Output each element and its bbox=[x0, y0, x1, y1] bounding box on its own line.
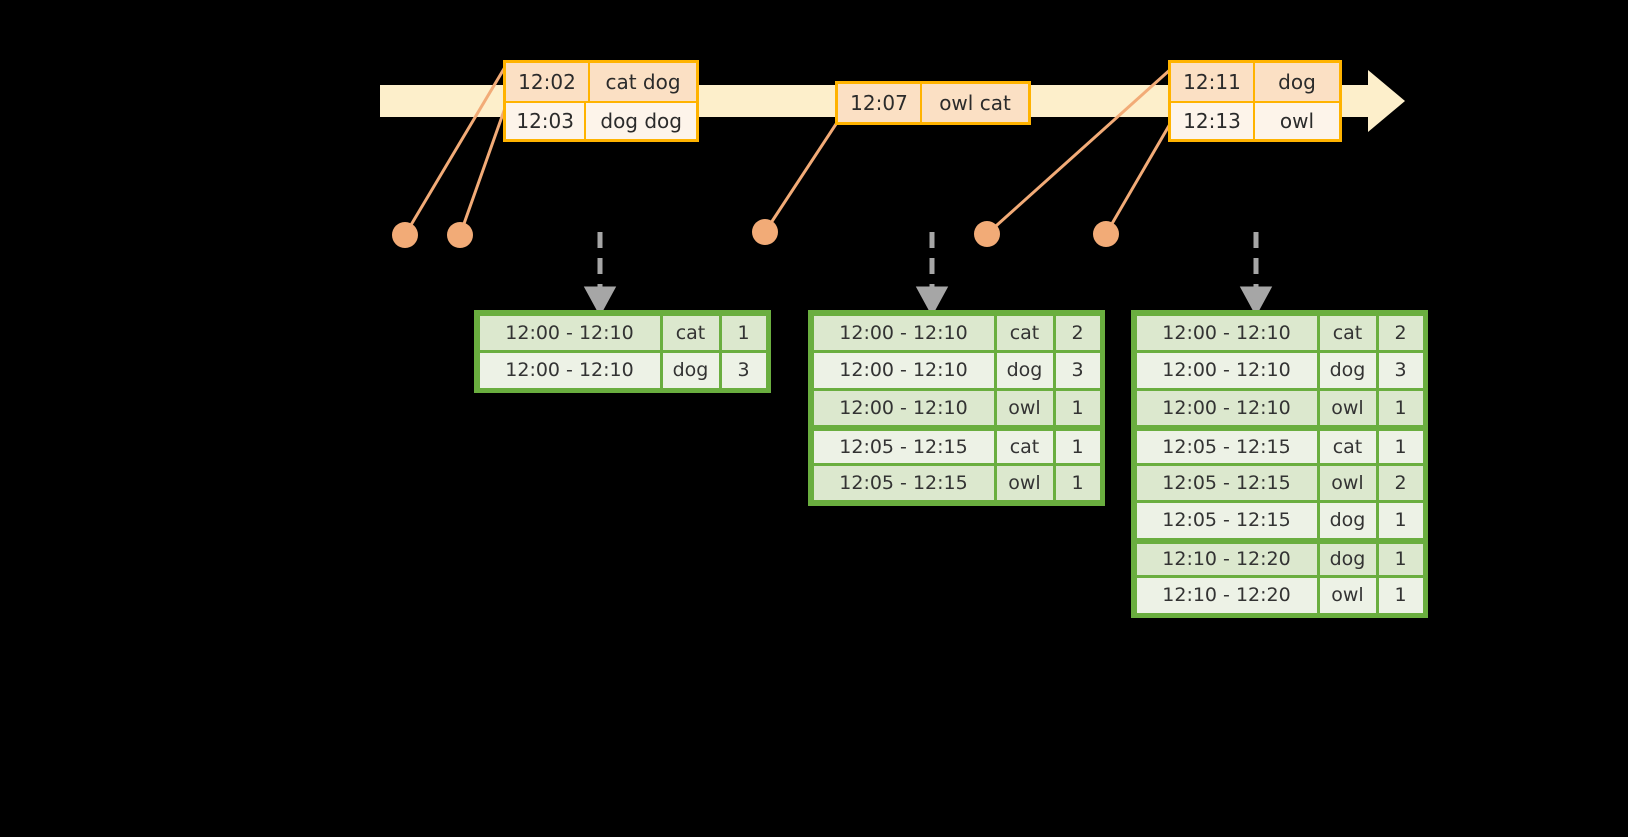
cell-count: 1 bbox=[1055, 390, 1100, 425]
event-dot-4 bbox=[974, 221, 1000, 247]
cell-count: 1 bbox=[1378, 578, 1423, 613]
cell-window: 12:10 - 12:20 bbox=[1136, 578, 1317, 613]
cell-window: 12:00 - 12:10 bbox=[1136, 390, 1317, 425]
event-time: 12:02 bbox=[506, 63, 590, 101]
cell-word: dog bbox=[1319, 543, 1376, 575]
cell-count: 2 bbox=[1055, 315, 1100, 350]
event-row[interactable]: 12:02 cat dog bbox=[506, 63, 696, 101]
cell-word: cat bbox=[996, 315, 1053, 350]
cell-count: 1 bbox=[721, 315, 766, 350]
cell-word: dog bbox=[662, 353, 719, 388]
cell-window: 12:00 - 12:10 bbox=[479, 353, 660, 388]
cell-count: 3 bbox=[1055, 353, 1100, 388]
cell-word: owl bbox=[1319, 578, 1376, 613]
cell-count: 1 bbox=[1055, 465, 1100, 500]
cell-word: owl bbox=[996, 465, 1053, 500]
emit-arrows bbox=[583, 232, 1273, 317]
event-time: 12:11 bbox=[1171, 63, 1255, 101]
cell-word: cat bbox=[996, 431, 1053, 463]
cell-window: 12:10 - 12:20 bbox=[1136, 543, 1317, 575]
cell-count: 2 bbox=[1378, 465, 1423, 500]
event-dot-1 bbox=[392, 222, 418, 248]
event-group-1[interactable]: 12:02 cat dog 12:03 dog dog bbox=[503, 60, 699, 142]
cell-window: 12:00 - 12:10 bbox=[1136, 315, 1317, 350]
cell-word: cat bbox=[1319, 315, 1376, 350]
event-row[interactable]: 12:03 dog dog bbox=[506, 101, 696, 139]
cell-word: cat bbox=[662, 315, 719, 350]
event-group-3[interactable]: 12:11 dog 12:13 owl bbox=[1168, 60, 1342, 142]
cell-word: dog bbox=[1319, 503, 1376, 538]
cell-count: 1 bbox=[1378, 431, 1423, 463]
cell-count: 1 bbox=[1378, 543, 1423, 575]
cell-window: 12:00 - 12:10 bbox=[479, 315, 660, 350]
cell-window: 12:05 - 12:15 bbox=[1136, 465, 1317, 500]
event-row[interactable]: 12:13 owl bbox=[1171, 101, 1339, 139]
event-time: 12:13 bbox=[1171, 103, 1255, 139]
event-time: 12:03 bbox=[506, 103, 587, 139]
cell-window: 12:05 - 12:15 bbox=[1136, 431, 1317, 463]
event-group-2[interactable]: 12:07 owl cat bbox=[835, 81, 1031, 125]
event-dots bbox=[392, 219, 1119, 248]
cell-word: owl bbox=[996, 390, 1053, 425]
cell-count: 1 bbox=[1378, 390, 1423, 425]
event-row[interactable]: 12:07 owl cat bbox=[838, 84, 1028, 122]
event-time: 12:07 bbox=[838, 84, 922, 122]
emit-arrow-3 bbox=[1239, 232, 1273, 317]
cell-count: 3 bbox=[721, 353, 766, 388]
emit-arrow-2 bbox=[915, 232, 949, 317]
cell-count: 1 bbox=[1378, 503, 1423, 538]
event-words: cat dog bbox=[605, 70, 681, 94]
cell-window: 12:00 - 12:10 bbox=[1136, 353, 1317, 388]
event-row[interactable]: 12:11 dog bbox=[1171, 63, 1339, 101]
cell-window: 12:05 - 12:15 bbox=[1136, 503, 1317, 538]
cell-word: owl bbox=[1319, 465, 1376, 500]
cell-word: owl bbox=[1319, 390, 1376, 425]
event-dot-3 bbox=[752, 219, 778, 245]
cell-window: 12:00 - 12:10 bbox=[813, 315, 994, 350]
cell-window: 12:00 - 12:10 bbox=[813, 390, 994, 425]
cell-word: dog bbox=[1319, 353, 1376, 388]
event-dot-2 bbox=[447, 222, 473, 248]
emit-arrow-1 bbox=[583, 232, 617, 317]
cell-word: dog bbox=[996, 353, 1053, 388]
event-words: dog bbox=[1278, 70, 1316, 94]
cell-count: 3 bbox=[1378, 353, 1423, 388]
cell-word: cat bbox=[1319, 431, 1376, 463]
event-words: owl bbox=[1279, 109, 1315, 133]
event-words: owl cat bbox=[939, 91, 1011, 115]
cell-count: 2 bbox=[1378, 315, 1423, 350]
cell-window: 12:05 - 12:15 bbox=[813, 465, 994, 500]
event-dot-5 bbox=[1093, 221, 1119, 247]
cell-window: 12:00 - 12:10 bbox=[813, 353, 994, 388]
event-words: dog dog bbox=[600, 109, 682, 133]
cell-window: 12:05 - 12:15 bbox=[813, 431, 994, 463]
cell-count: 1 bbox=[1055, 431, 1100, 463]
